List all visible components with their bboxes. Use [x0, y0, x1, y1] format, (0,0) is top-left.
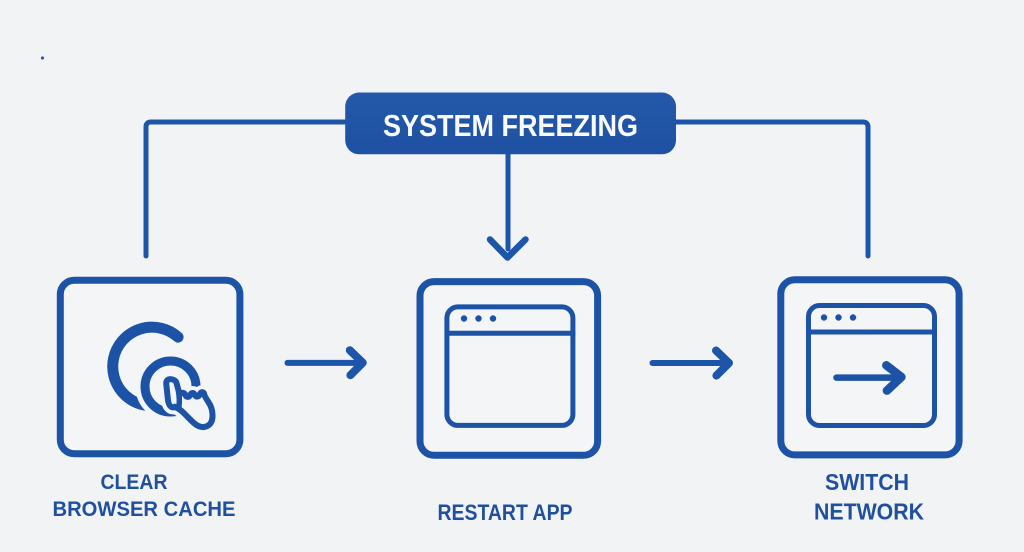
svg-text:NETWORK: NETWORK: [814, 499, 924, 525]
svg-text:CLEAR: CLEAR: [101, 471, 168, 494]
svg-text:BROWSER CACHE: BROWSER CACHE: [53, 497, 236, 521]
svg-text:RESTART APP: RESTART APP: [438, 500, 573, 525]
svg-text:SWITCH: SWITCH: [825, 469, 909, 495]
svg-text:SYSTEM FREEZING: SYSTEM FREEZING: [383, 108, 638, 143]
